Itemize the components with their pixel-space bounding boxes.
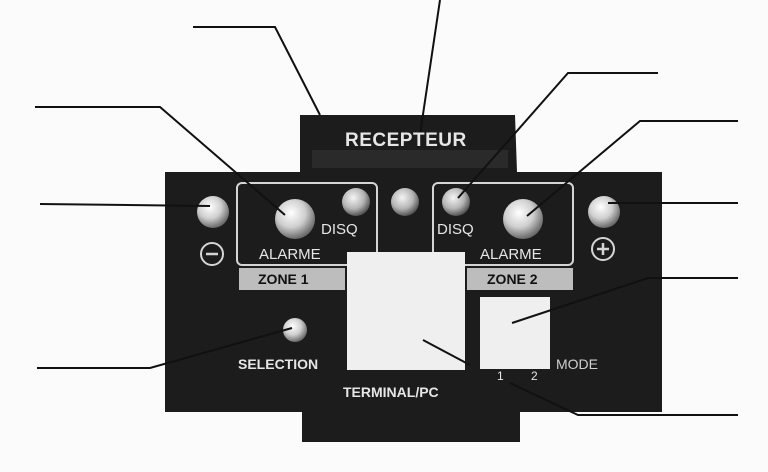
mode-label: MODE (556, 356, 598, 372)
mode-position-1: 1 (497, 369, 504, 383)
zone1-disq-led (342, 188, 370, 216)
callout-line-right-top (457, 72, 658, 199)
terminal-display-window (347, 252, 465, 370)
zone1-plate (239, 268, 345, 290)
mode-position-2: 2 (531, 369, 538, 383)
callout-line-left-lower (37, 327, 293, 369)
callout-leader-lines (35, 0, 738, 416)
callout-line-right-upper (526, 120, 738, 217)
zone2-disq-led (442, 188, 470, 216)
zone2-outline (432, 182, 574, 266)
header-strip (312, 150, 508, 168)
zone2-disq-label: DISQ (437, 221, 474, 238)
callout-line-left-upper (35, 106, 286, 216)
zone2-plate (467, 268, 573, 290)
zone1-outline (236, 182, 378, 266)
zone1-zone-label: ZONE 1 (258, 271, 309, 287)
callout-line-bottom (422, 339, 471, 366)
callout-line-right-lower (511, 277, 738, 324)
selection-label: SELECTION (238, 356, 319, 372)
callout-line-top-left (193, 26, 321, 116)
mode-switch-window (480, 297, 550, 369)
callout-line-top-center (417, 0, 441, 149)
zone2-alarm-label: ALARME (480, 246, 542, 263)
zone1-alarm-button[interactable] (275, 199, 315, 239)
terminal-label: TERMINAL/PC (343, 384, 439, 400)
zone1-disq-label: DISQ (321, 221, 358, 238)
header-label: RECEPTEUR (345, 130, 467, 151)
callout-line-bottom-right (509, 382, 738, 416)
zone2-plus-button[interactable] (588, 196, 620, 228)
minus-icon (200, 242, 224, 266)
selection-button[interactable] (283, 318, 307, 342)
zone1-alarm-label: ALARME (259, 246, 321, 263)
zone2-zone-label: ZONE 2 (487, 271, 538, 287)
zone2-alarm-button[interactable] (503, 199, 543, 239)
zone1-minus-button[interactable] (197, 196, 229, 228)
center-led (391, 188, 419, 216)
plus-icon (591, 237, 615, 261)
callout-line-left-mid (39, 203, 211, 207)
